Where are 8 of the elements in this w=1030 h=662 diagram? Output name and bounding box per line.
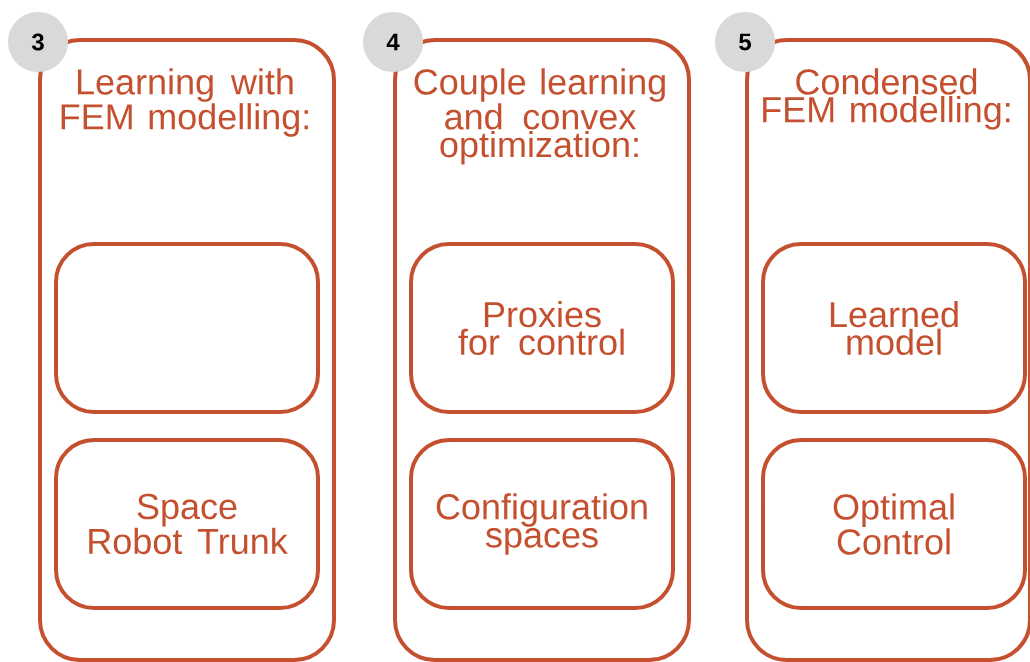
step-box: Learned model xyxy=(761,242,1027,414)
step-box: Optimal Control xyxy=(761,438,1027,610)
step-box: Configuration spaces xyxy=(409,438,675,610)
empty-box xyxy=(54,242,320,414)
number-badge: 5 xyxy=(715,12,775,72)
step-box: Proxies for control xyxy=(409,242,675,414)
number-badge: 3 xyxy=(8,12,68,72)
step-box: Space Robot Trunk xyxy=(54,438,320,610)
